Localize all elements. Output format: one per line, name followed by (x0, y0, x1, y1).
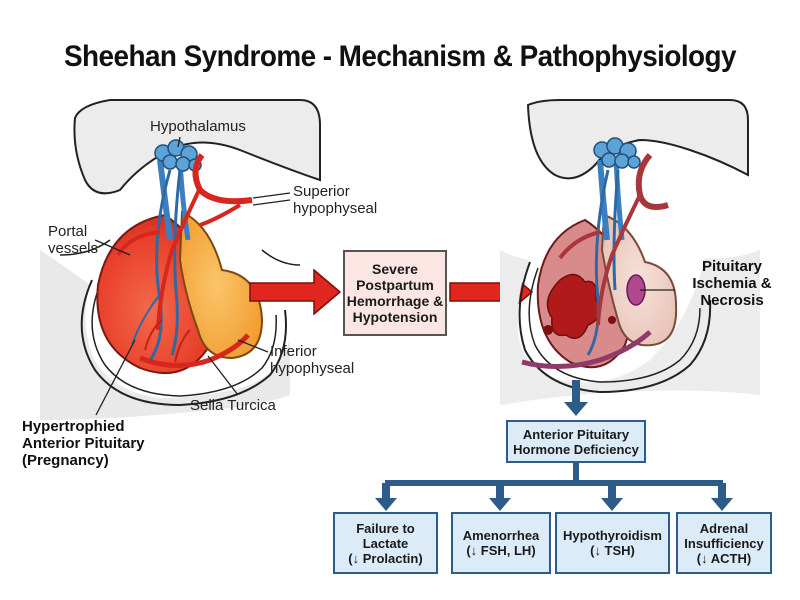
label-superior-line1: Superior (293, 183, 350, 200)
normal-pituitary-illustration (40, 99, 321, 420)
outcome-amenorrhea-line1: Amenorrhea (462, 528, 540, 543)
event-line2: Postpartum (356, 277, 434, 293)
superior-hypophyseal-artery-left (192, 153, 253, 205)
outcome-box-hypothyroidism: Hypothyroidism (↓ TSH) (555, 512, 670, 574)
outcome-adrenal-line3: (↓ ACTH) (696, 550, 752, 566)
necrosis-patch (546, 273, 600, 340)
arrow-to-hypothyroidism (601, 483, 623, 511)
label-portal-line2: vessels (48, 240, 99, 257)
outcome-lactation-line3: (↓ Prolactin) (348, 550, 423, 566)
label-ischemia-line2: Ischemia & (692, 275, 772, 292)
portal-vessels-left (148, 169, 172, 361)
brain-tissue-right (526, 99, 749, 180)
hypothalamic-nuclei (154, 139, 202, 172)
label-inferior-hypophyseal: Inferior hypophyseal (270, 343, 354, 377)
event-box-postpartum-hemorrhage: Severe Postpartum Hemorrhage & Hypotensi… (343, 250, 447, 336)
outcome-box-amenorrhea: Amenorrhea (↓ FSH, LH) (451, 512, 551, 574)
deficiency-line1: Anterior Pituitary (522, 426, 630, 442)
hormone-deficiency-box: Anterior Pituitary Hormone Deficiency (506, 420, 646, 463)
deficiency-line2: Hormone Deficiency (513, 441, 639, 457)
label-hypertrophied-line3: (Pregnancy) (22, 452, 109, 469)
label-inferior-line1: Inferior (270, 343, 317, 360)
outcome-hypothyroidism-line1: Hypothyroidism (563, 528, 662, 543)
outcome-lactation-line2: Lactate (362, 535, 409, 551)
necrotic-pituitary-illustration (500, 99, 760, 405)
outcome-lactation-line1: Failure to (356, 520, 415, 536)
outcome-hypothyroidism-line2: (↓ TSH) (590, 543, 635, 558)
event-line1: Severe (372, 261, 418, 277)
arrow-necrosis-to-deficiency (564, 380, 588, 416)
inferior-hypophyseal-artery-right (521, 330, 652, 370)
label-hypothalamus: Hypothalamus (150, 118, 246, 135)
label-inferior-line2: hypophyseal (270, 360, 355, 377)
connector-stem (573, 463, 579, 483)
outcome-box-adrenal: Adrenal Insufficiency (↓ ACTH) (676, 512, 772, 574)
skull-base-right (500, 250, 760, 405)
sella-turcica-outline (80, 279, 287, 407)
label-ischemia-line1: Pituitary (701, 258, 762, 275)
connector-bar (385, 480, 723, 486)
label-sella-turcica: Sella Turcica (190, 397, 276, 414)
brain-tissue-left (73, 99, 321, 195)
page-title: Sheehan Syndrome - Mechanism & Pathophys… (64, 40, 737, 73)
label-hypertrophied-line2: Anterior Pituitary (22, 435, 145, 452)
outcome-amenorrhea-line2: (↓ FSH, LH) (466, 543, 536, 558)
inferior-hypophyseal-artery-left (139, 333, 250, 369)
label-portal-line1: Portal (48, 223, 88, 240)
outcome-box-lactation: Failure to Lactate (↓ Prolactin) (333, 512, 438, 574)
label-ischemia-necrosis: Pituitary Ischemia & Necrosis (682, 258, 782, 309)
label-hypertrophied-line1: Hypertrophied (22, 418, 125, 435)
superior-hypophyseal-artery-right (635, 153, 669, 210)
flow-arrows (375, 380, 733, 511)
arrow-to-amenorrhea (489, 483, 511, 511)
label-hypertrophied-pituitary: Hypertrophied Anterior Pituitary (Pregna… (22, 418, 145, 469)
arrow-to-event (249, 268, 342, 316)
label-portal-vessels: Portal vessels (48, 223, 98, 257)
arrow-to-adrenal (711, 483, 733, 511)
label-ischemia-line3: Necrosis (700, 292, 764, 309)
event-line3: Hemorrhage & (346, 293, 444, 309)
outcome-adrenal-line2: Insufficiency (684, 535, 764, 551)
outcome-adrenal-line1: Adrenal (699, 520, 749, 536)
event-line4: Hypotension (352, 309, 438, 325)
arrow-to-lactation (375, 483, 397, 511)
hypothalamic-nuclei-right (593, 137, 641, 169)
label-superior-line2: hypophyseal (293, 200, 378, 217)
label-superior-hypophyseal: Superior hypophyseal (293, 183, 377, 217)
